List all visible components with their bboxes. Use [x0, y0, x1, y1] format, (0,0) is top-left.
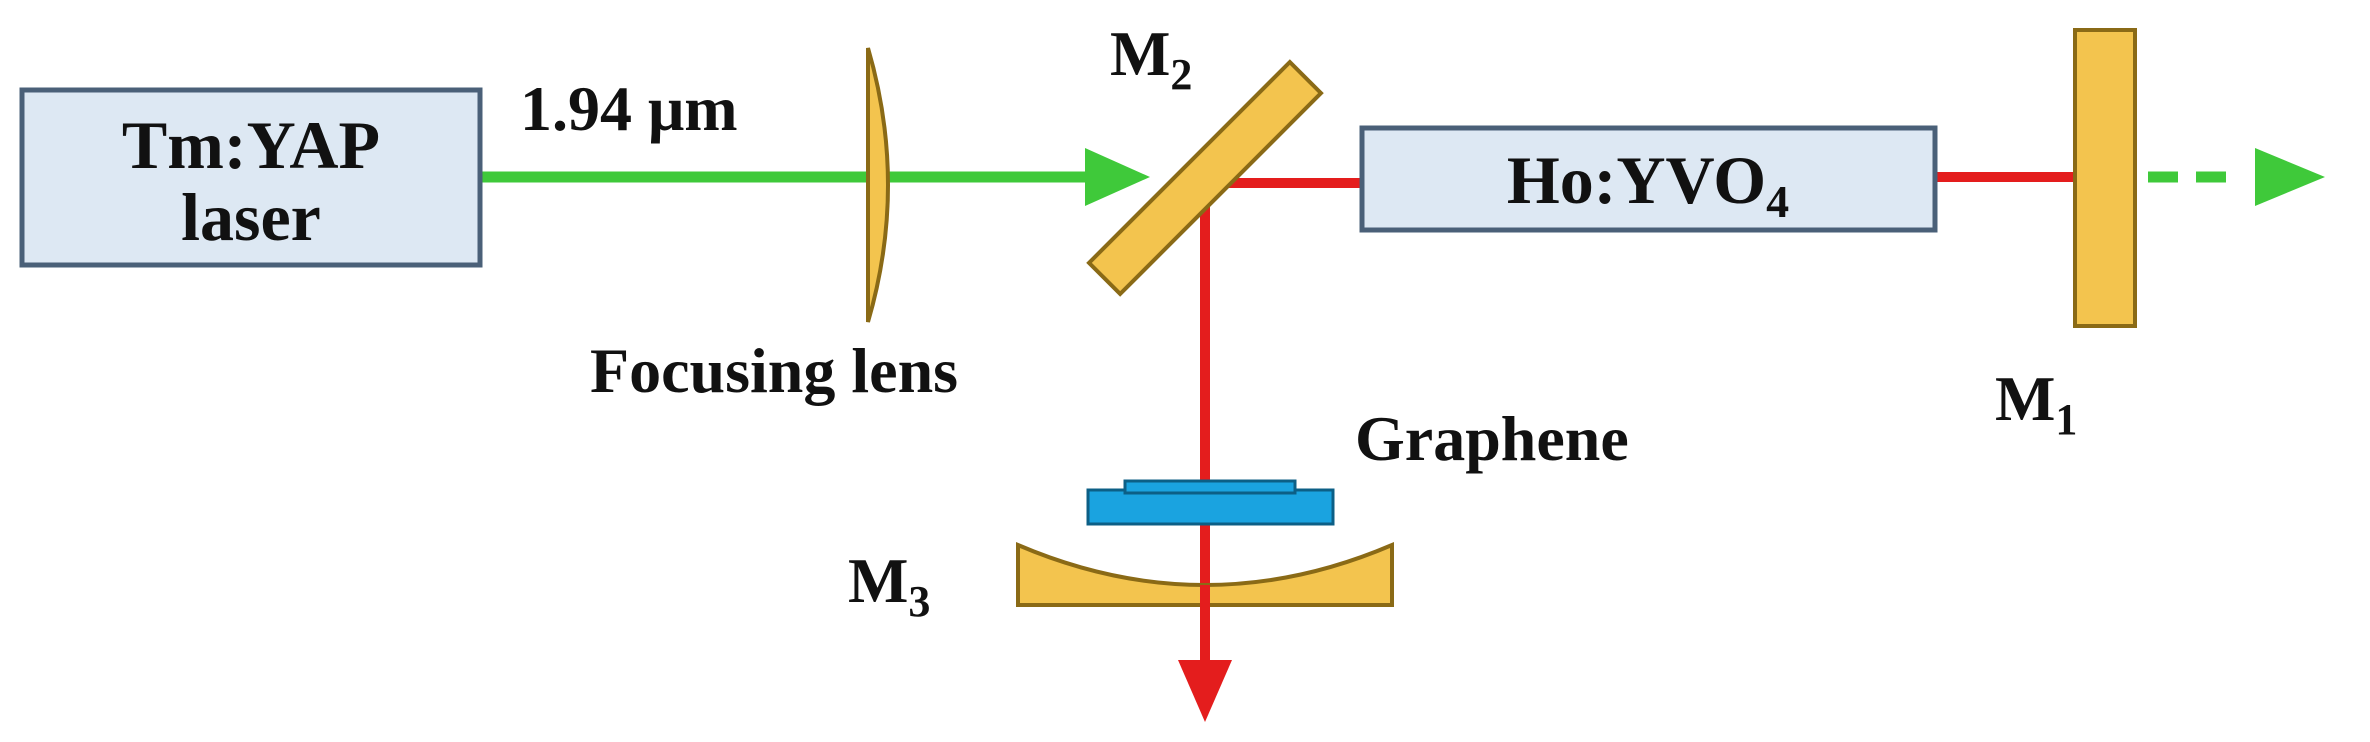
pump-source-box	[19, 87, 483, 268]
pump-source-line1: Tm:YAP	[122, 107, 380, 183]
crystal-label: Ho:YVO4	[1507, 142, 1789, 227]
crystal-text: Ho:YVO	[1507, 142, 1766, 218]
pump-arrow-icon	[1085, 148, 1150, 206]
mirror-m3	[1016, 541, 1394, 607]
graphene-layer	[1086, 488, 1335, 526]
pump-source-line2: laser	[181, 179, 321, 255]
mirror-m2-letter: M	[1110, 18, 1170, 89]
mirror-m2-label: M2	[1110, 18, 1192, 99]
wavelength-label: 1.94 μm	[520, 73, 738, 144]
mirror-m3-letter: M	[848, 545, 908, 616]
mirror-m2	[1086, 59, 1324, 297]
focusing-lens	[866, 47, 890, 323]
mirror-m3-label: M3	[848, 545, 930, 626]
crystal-sub: 4	[1766, 176, 1789, 227]
mirror-m1-sub: 1	[2055, 395, 2077, 444]
mirror-m2-sub: 2	[1170, 50, 1192, 99]
mirror-m1-letter: M	[1995, 363, 2055, 434]
focusing-lens-label: Focusing lens	[590, 335, 958, 406]
crystal-box	[1359, 125, 1938, 233]
mirror-m1-label: M1	[1995, 363, 2077, 444]
leak-arrow-icon	[2255, 148, 2325, 206]
graphene-top	[1123, 479, 1297, 495]
output-arrow-icon	[1178, 660, 1232, 722]
graphene-label: Graphene	[1355, 403, 1629, 474]
mirror-m3-sub: 3	[908, 577, 930, 626]
mirror-m1	[2073, 28, 2137, 328]
